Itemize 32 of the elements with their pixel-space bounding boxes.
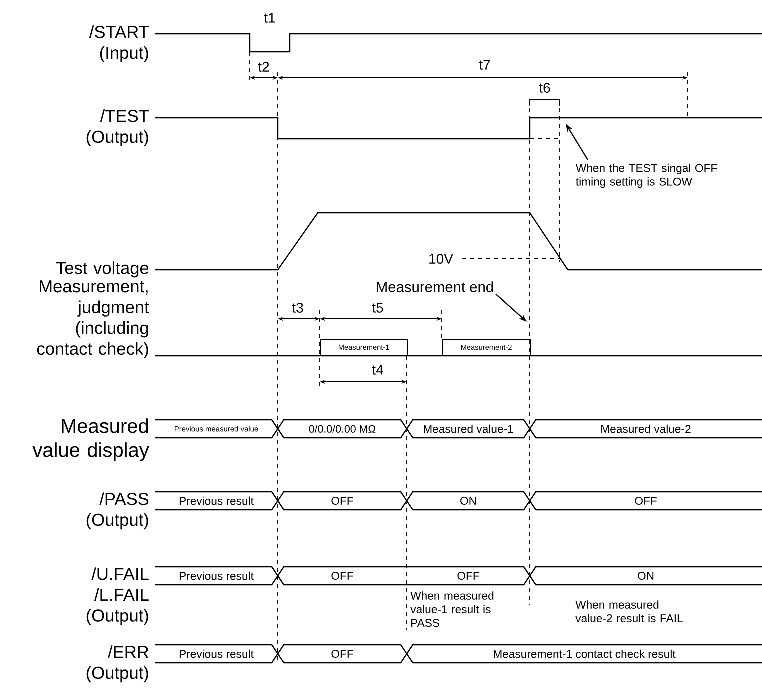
timing-label: 10V — [430, 254, 454, 264]
timing-label: t7 — [479, 60, 490, 70]
bus-segment: OFF — [277, 644, 408, 664]
bus-segment: Previous result — [155, 566, 279, 586]
bus-segment: 0/0.0/0.00 MΩ — [277, 419, 408, 439]
timing-label: t6 — [539, 83, 550, 93]
note-text: When measured value-2 result is FAIL — [576, 600, 683, 623]
bus-segment: OFF — [277, 491, 408, 511]
note-text: When measured value-1 result is PASS — [410, 592, 494, 628]
bus-segment: Measurement-1 contact check result — [406, 644, 762, 664]
timing-label: t2 — [258, 62, 270, 72]
timing-label: t3 — [292, 303, 304, 313]
signal-label: /PASS (Output) — [86, 492, 149, 530]
note-text: When the TEST singal OFF timing setting is SLOW — [576, 164, 718, 188]
timing-label: t5 — [372, 303, 384, 313]
bus-segment: Measured value-2 — [530, 419, 762, 439]
signal-label: Measured value display — [32, 418, 150, 462]
bus-segment: Previous result — [155, 491, 279, 511]
signal-label: Measurement, judgment (including contact check) — [37, 280, 150, 359]
bus-segment: OFF — [407, 566, 531, 586]
bus-segment: OFF — [278, 566, 407, 586]
bus-segment: OFF — [530, 491, 762, 511]
bus-segment: ON — [530, 566, 762, 586]
note-text: Measurement end — [377, 282, 494, 292]
bus-segment: ON — [406, 491, 531, 511]
signal-label: /U.FAIL /L.FAIL (Output) — [86, 568, 149, 626]
bus-segment: Previous result — [155, 644, 279, 664]
signal-label: /START (Input) — [89, 26, 149, 63]
signal-label: Test voltage — [56, 262, 149, 278]
signal-label: /TEST (Output) — [86, 110, 149, 147]
timing-label: t1 — [264, 13, 276, 23]
bus-segment: Measured value-1 — [406, 419, 531, 439]
